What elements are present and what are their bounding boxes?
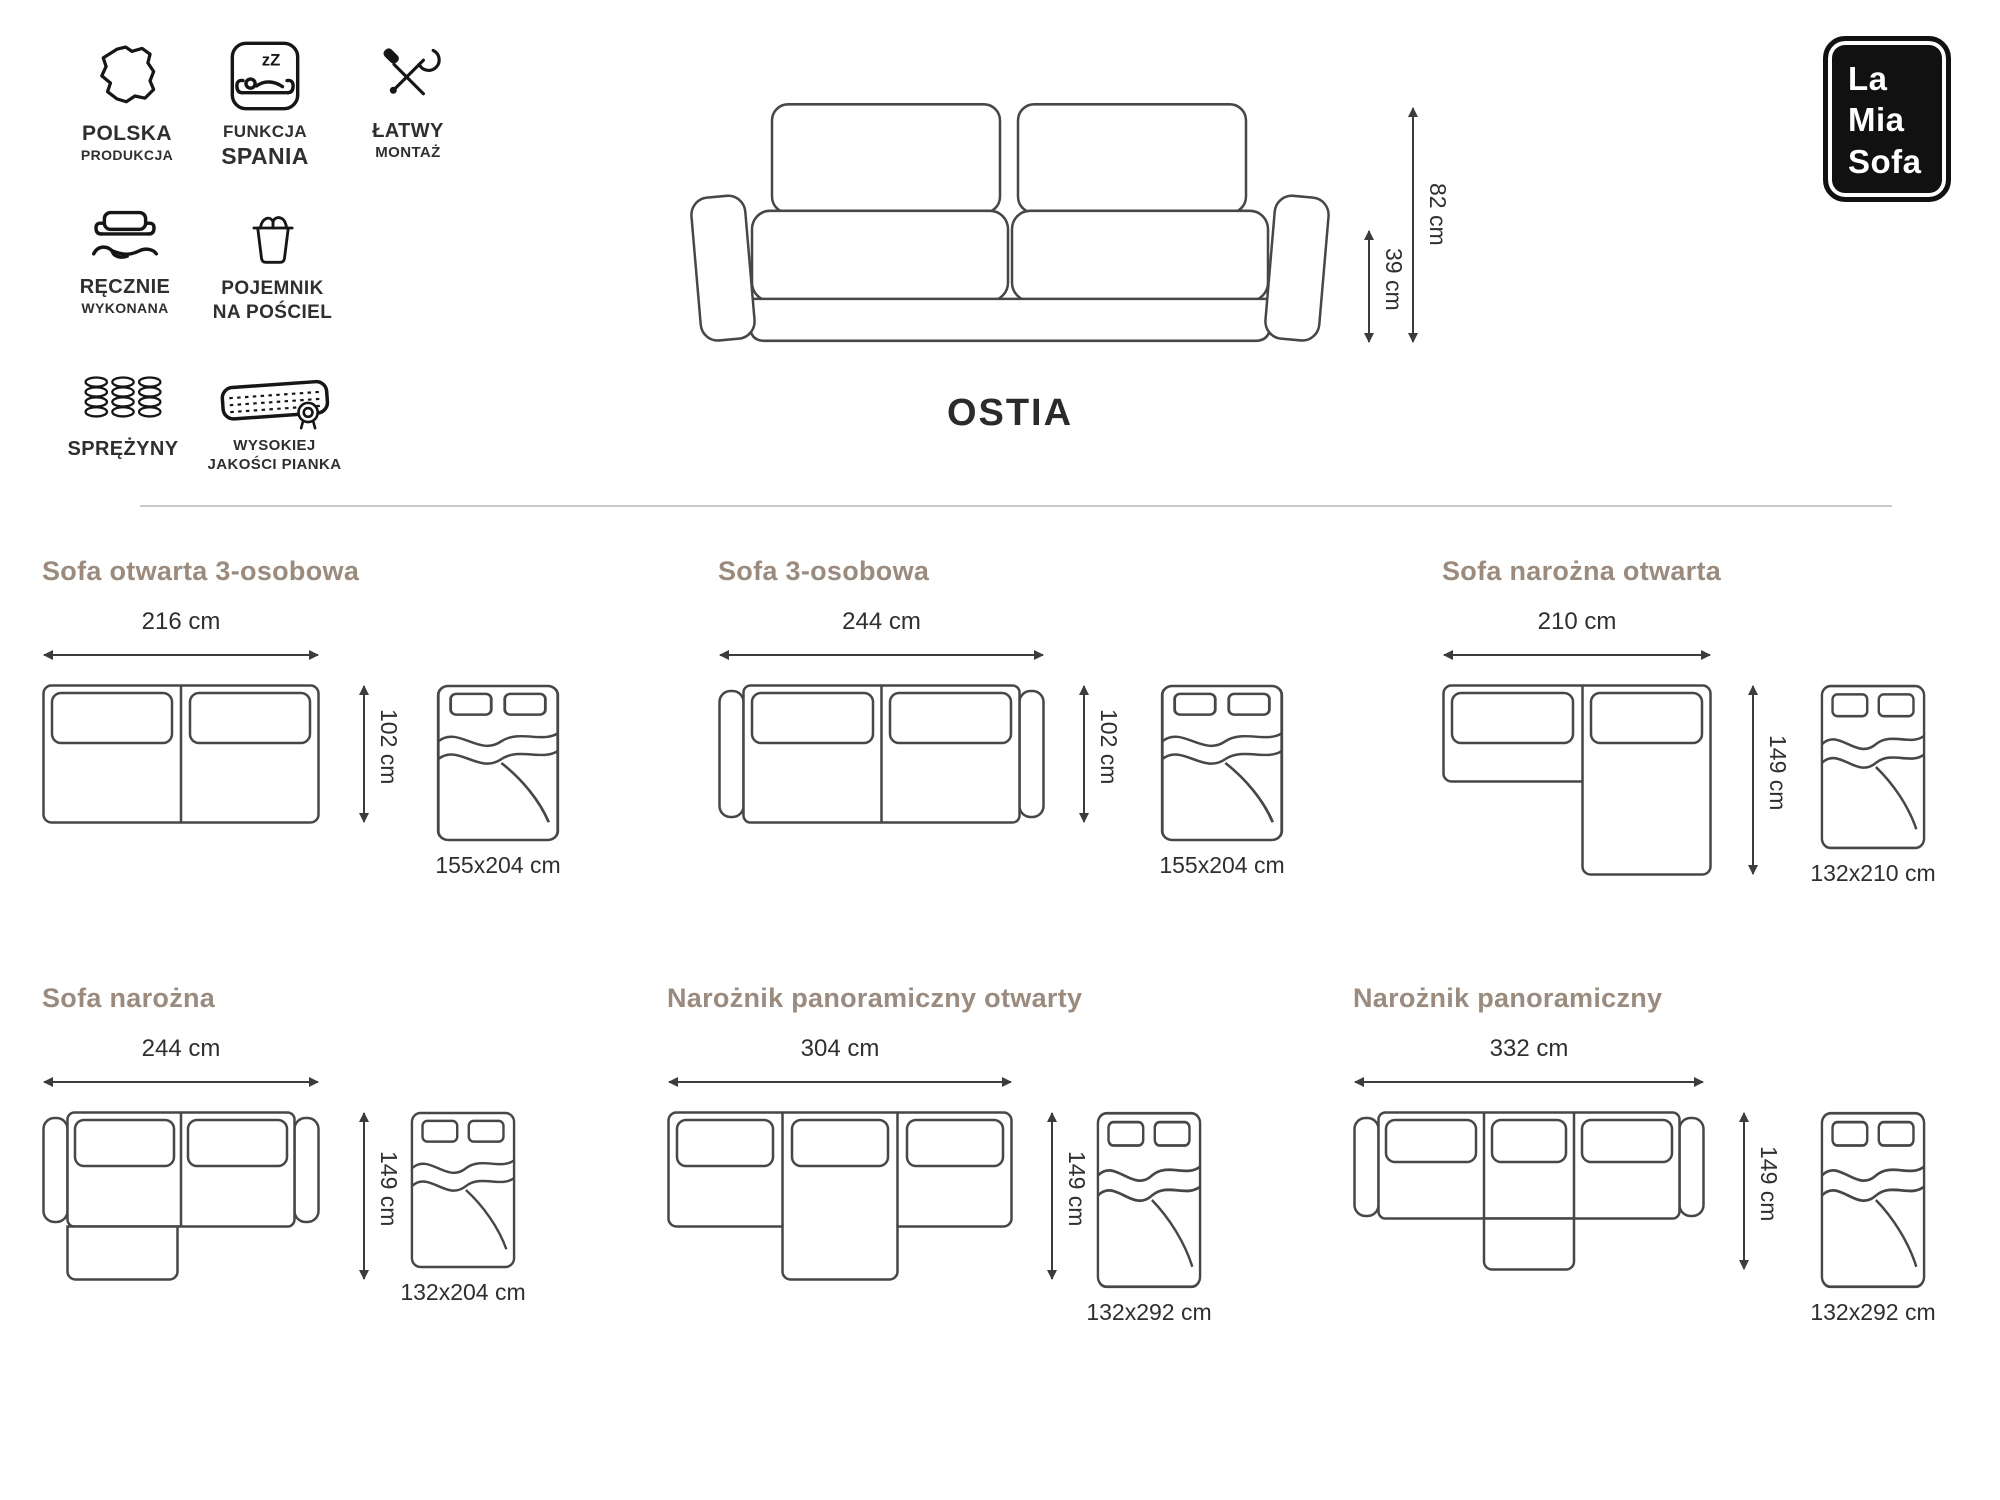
- width-dimension-arrow: [668, 1076, 1012, 1087]
- sofa-topview-panoramic-icon: [667, 1111, 1013, 1281]
- config-panel-sofa-3-osobowa: Sofa 3-osobowa 244 cm 102 cm 155x204 cm: [718, 556, 1338, 916]
- bed-topview-icon: [1160, 684, 1284, 842]
- feature-title: SPRĘŻYNY: [67, 438, 179, 460]
- depth-dimension-label: 149 cm: [1064, 1151, 1090, 1227]
- feature-subtitle: WYKONANA: [81, 300, 169, 316]
- seat-height-label: 39 cm: [1381, 248, 1407, 311]
- depth-dimension-label: 149 cm: [1756, 1146, 1782, 1222]
- depth-dimension-arrow: [358, 685, 369, 823]
- seat-height-arrow: [1363, 230, 1374, 343]
- config-title: Sofa otwarta 3-osobowa: [42, 556, 360, 586]
- config-title: Narożnik panoramiczny: [1353, 983, 1663, 1013]
- bedding-container-icon: [251, 216, 294, 264]
- depth-dimension-arrow: [1738, 1112, 1749, 1270]
- feature-title: POJEMNIK: [221, 278, 324, 299]
- sofa-topview-icon: [718, 684, 1045, 824]
- width-dimension-arrow: [719, 649, 1044, 660]
- bed-size-label: 155x204 cm: [435, 852, 561, 878]
- depth-dimension-arrow: [1046, 1112, 1057, 1280]
- bed-topview-icon: [1820, 684, 1926, 850]
- logo-line: La: [1848, 60, 1888, 97]
- feature-subtitle: PRODUKCJA: [80, 147, 174, 164]
- feature-funkcja-spania: zZ FUNKCJA SPANIA: [190, 38, 340, 171]
- bed-size-label: 155x204 cm: [1159, 852, 1285, 878]
- feature-subtitle: JAKOŚCI PIANKA: [207, 455, 342, 473]
- sleep-zzz-glyph: zZ: [262, 50, 281, 69]
- width-dimension-label: 304 cm: [800, 1035, 880, 1062]
- bed-size-label: 132x292 cm: [1086, 1299, 1212, 1325]
- feature-pojemnik-na-posciel: POJEMNIK NA POŚCIEL: [185, 200, 360, 325]
- feature-wysokiej-jakosci-pianka: WYSOKIEJ JAKOŚCI PIANKA: [182, 374, 367, 475]
- config-title: Sofa narożna: [42, 983, 216, 1013]
- product-title: OSTIA: [946, 392, 1074, 434]
- foam-quality-icon: [220, 379, 329, 430]
- config-title: Narożnik panoramiczny otwarty: [667, 983, 1083, 1013]
- width-dimension-label: 244 cm: [842, 608, 921, 635]
- tools-icon: [383, 48, 441, 96]
- feature-subtitle: MONTAŻ: [375, 144, 441, 161]
- bed-size-label: 132x210 cm: [1810, 860, 1936, 886]
- logo-line: Mia: [1848, 101, 1905, 139]
- feature-sprezyny: SPRĘŻYNY: [48, 370, 198, 462]
- depth-dimension-label: 102 cm: [1096, 709, 1122, 785]
- feature-title: RĘCZNIE: [79, 276, 171, 298]
- config-title: Sofa 3-osobowa: [718, 556, 930, 586]
- feature-title: ŁATWY: [372, 120, 444, 142]
- depth-dimension-arrow: [358, 1112, 369, 1280]
- config-panel-sofa-otwarta: Sofa otwarta 3-osobowa 216 cm 102 cm 155…: [42, 556, 622, 916]
- logo-line: Sofa: [1848, 142, 1922, 180]
- feature-subtitle: NA POŚCIEL: [212, 301, 333, 323]
- sofa-topview-panoramic-icon: [1353, 1111, 1705, 1271]
- width-dimension-label: 244 cm: [141, 1035, 221, 1062]
- bed-topview-icon: [436, 684, 560, 842]
- config-panel-panoramiczny-otwarty: Narożnik panoramiczny otwarty 304 cm 149…: [667, 983, 1317, 1363]
- depth-dimension-label: 149 cm: [376, 1151, 402, 1227]
- width-dimension-arrow: [1354, 1076, 1704, 1087]
- feature-polska-produkcja: POLSKA PRODUKCJA: [52, 42, 202, 165]
- width-dimension-arrow: [43, 649, 319, 660]
- poland-map-icon: [100, 45, 156, 104]
- hero-sofa-drawing: [680, 92, 1340, 348]
- bed-topview-icon: [1820, 1111, 1926, 1289]
- bed-size-label: 132x204 cm: [400, 1279, 526, 1305]
- bed-size-label: 132x292 cm: [1810, 1299, 1936, 1325]
- bed-topview-icon: [410, 1111, 516, 1269]
- config-panel-narozna-otwarta: Sofa narożna otwarta 210 cm 149 cm 132x2…: [1442, 556, 1987, 936]
- depth-dimension-arrow: [1747, 685, 1758, 875]
- sofa-topview-corner-icon: [42, 1111, 320, 1281]
- width-dimension-label: 332 cm: [1489, 1035, 1569, 1062]
- sofa-front-view-icon: [690, 103, 1330, 343]
- feature-title: WYSOKIEJ: [233, 437, 316, 454]
- sofa-topview-corner-icon: [1442, 684, 1712, 876]
- total-height-label: 82 cm: [1425, 183, 1451, 246]
- config-panel-panoramiczny: Narożnik panoramiczny 332 cm 149 cm 132x…: [1353, 983, 1993, 1363]
- springs-icon: [84, 376, 162, 418]
- feature-recznie-wykonana: RĘCZNIE WYKONANA: [45, 206, 205, 318]
- depth-dimension-label: 149 cm: [1765, 735, 1791, 811]
- width-dimension-label: 210 cm: [1537, 608, 1617, 635]
- sofa-topview-icon: [42, 684, 320, 824]
- sleep-function-icon: zZ: [230, 41, 300, 111]
- feature-title: POLSKA: [82, 122, 172, 145]
- width-dimension-arrow: [1443, 649, 1711, 660]
- feature-title: FUNKCJA: [222, 122, 308, 141]
- bed-topview-icon: [1096, 1111, 1202, 1289]
- depth-dimension-label: 102 cm: [376, 709, 402, 785]
- feature-subtitle: SPANIA: [221, 143, 309, 170]
- width-dimension-label: 216 cm: [141, 608, 221, 635]
- config-panel-sofa-narozna: Sofa narożna 244 cm 149 cm 132x204 cm: [42, 983, 622, 1363]
- width-dimension-arrow: [43, 1076, 319, 1087]
- handmade-icon: [91, 210, 159, 259]
- total-height-arrow: [1407, 107, 1418, 343]
- section-divider: [140, 505, 1892, 507]
- brand-logo: La Mia Sofa: [1823, 36, 1951, 202]
- config-title: Sofa narożna otwarta: [1442, 556, 1722, 586]
- feature-latwy-montaz: ŁATWY MONTAŻ: [338, 42, 478, 163]
- depth-dimension-arrow: [1078, 685, 1089, 823]
